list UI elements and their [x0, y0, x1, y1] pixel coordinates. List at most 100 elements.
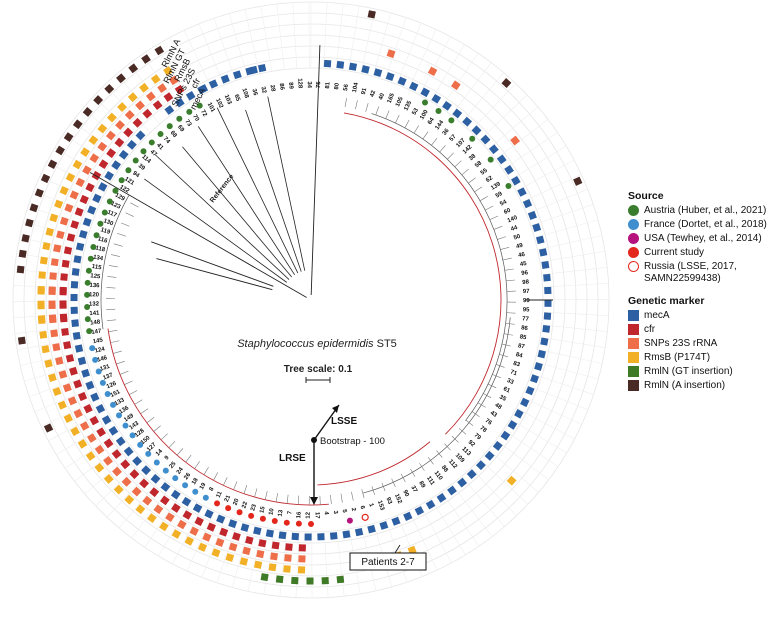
marker-square [171, 503, 181, 513]
marker-square [427, 66, 438, 77]
source-dot [487, 156, 494, 163]
grid-spoke [213, 18, 236, 81]
marker-square [98, 159, 109, 170]
grid-spoke [542, 311, 609, 316]
tip-label: 152 [393, 493, 403, 505]
marker-square [77, 391, 88, 402]
grid-spoke [534, 361, 599, 380]
grid-spoke [13, 285, 80, 289]
grid-spoke [537, 235, 603, 251]
tip-label: 59 [495, 191, 504, 200]
grid-spoke [460, 72, 504, 124]
grid-spoke [64, 430, 120, 469]
marker-square [67, 396, 77, 406]
marker-square [194, 516, 204, 527]
legend-marker-swatch [628, 338, 639, 349]
legend-source-swatch [628, 233, 639, 244]
marker-square [70, 220, 80, 229]
marker-square [149, 487, 160, 498]
marker-square [336, 60, 345, 69]
source-dot [283, 519, 290, 526]
marker-square [81, 368, 91, 378]
marker-square [61, 328, 69, 336]
marker-square [211, 548, 221, 558]
tree-branch [111, 254, 120, 257]
marker-square [507, 420, 518, 430]
marker-square [321, 576, 329, 585]
marker-square [89, 415, 100, 426]
source-dot [86, 328, 93, 335]
marker-square [62, 383, 72, 393]
marker-square [501, 78, 512, 88]
source-dot [225, 505, 232, 512]
tip-label: 105 [395, 96, 405, 108]
grid-spoke [336, 530, 345, 597]
legend-source-label: Austria (Huber, et al., 2021) [644, 205, 767, 216]
legend-marker-swatch [628, 324, 639, 335]
tip-label: 69 [176, 124, 185, 133]
marker-square [153, 504, 164, 515]
tree-branch [500, 246, 510, 250]
tree-branch [404, 119, 410, 129]
marker-square [414, 506, 425, 516]
marker-square [385, 72, 395, 82]
tree-branch [108, 265, 118, 268]
tip-label: 140 [507, 215, 519, 225]
tip-label: 133 [114, 397, 126, 407]
marker-square [57, 400, 67, 410]
grid-spoke [384, 17, 407, 81]
grid-spoke [56, 420, 113, 456]
marker-square [126, 139, 137, 150]
marker-square [168, 75, 179, 86]
marker-square [379, 521, 389, 530]
tip-label: 78 [478, 425, 487, 434]
tip-label: 36 [442, 127, 451, 136]
marker-square [403, 511, 413, 521]
tree-branch [427, 456, 434, 465]
marker-square [245, 535, 254, 545]
source-dot [84, 304, 91, 311]
tree-branch [243, 485, 248, 494]
grid-spoke [158, 499, 193, 557]
grid-spoke [13, 313, 80, 318]
source-dot [84, 291, 91, 298]
tree-branch [154, 154, 290, 280]
legend-source-item: France (Dortet, et al., 2018) [628, 219, 773, 231]
tip-label: 119 [100, 227, 112, 236]
grid-spoke [530, 204, 594, 226]
source-dot [162, 467, 169, 474]
tip-label: 95 [523, 307, 531, 313]
tree-branch [355, 100, 358, 110]
source-dot [129, 432, 136, 439]
marker-square [147, 513, 157, 524]
tree-branch [310, 45, 321, 296]
marker-square [543, 312, 552, 320]
tip-label: 7 [287, 510, 293, 515]
marker-square [74, 207, 84, 217]
grid-spoke [541, 324, 608, 332]
tree-branch [501, 343, 511, 347]
tip-label: 112 [447, 459, 458, 471]
marker-square [240, 523, 250, 532]
tree-branch [153, 425, 161, 432]
tip-label: 57 [449, 133, 458, 142]
grid-spoke [420, 504, 452, 564]
legend: Source Austria (Huber, et al., 2021)Fran… [628, 188, 773, 394]
marker-square [75, 177, 85, 188]
tip-label: 39 [137, 163, 146, 172]
grid-spoke [172, 505, 204, 564]
tip-label: 34 [306, 81, 312, 88]
marker-square [182, 510, 193, 520]
tree-branch [422, 131, 429, 140]
tip-label: 6 [359, 505, 366, 510]
source-dot [132, 157, 139, 164]
source-dot [214, 500, 221, 507]
source-dot [271, 518, 278, 525]
marker-square [198, 84, 209, 94]
grid-spoke [495, 119, 549, 160]
marker-square [139, 82, 149, 93]
marker-square [50, 329, 59, 338]
tip-label: 89 [287, 82, 294, 90]
tip-label: 145 [93, 337, 105, 345]
